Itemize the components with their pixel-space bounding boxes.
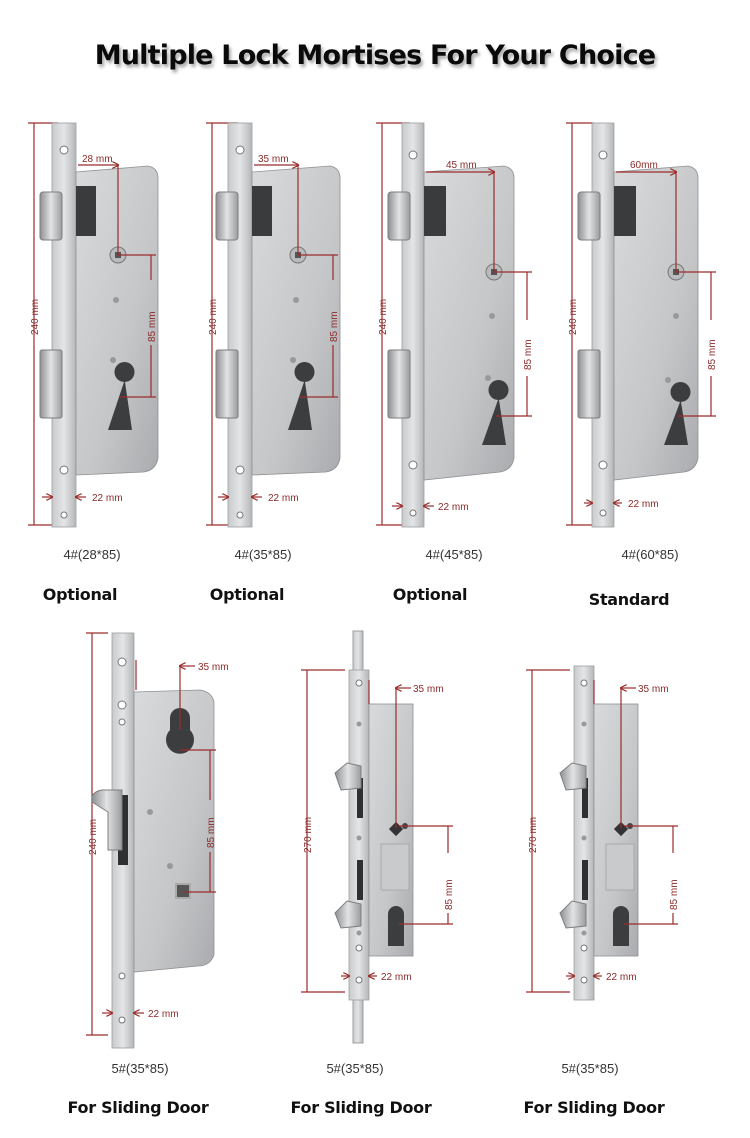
model-label: 4#(35*85) bbox=[234, 547, 292, 562]
faceplate-label: 22 mm bbox=[381, 972, 412, 983]
faceplate-label: 22 mm bbox=[268, 493, 299, 504]
model-label: 4#(60*85) bbox=[621, 547, 679, 562]
center-label: 85 mm bbox=[147, 311, 158, 342]
page-title: Multiple Lock Mortises For Your Choice bbox=[94, 40, 656, 71]
backset-label: 35 mm bbox=[638, 684, 669, 695]
svg-text:240 mm: 240 mm bbox=[30, 299, 41, 335]
backset-label: 35 mm bbox=[413, 684, 444, 695]
height-label: 270 mm bbox=[303, 817, 314, 853]
center-label: 85 mm bbox=[444, 879, 455, 910]
height-label: 270 mm bbox=[528, 817, 539, 853]
model-label: 5#(35*85) bbox=[561, 1061, 619, 1076]
svg-text:240 mm: 240 mm bbox=[208, 299, 219, 335]
backset-label: 35 mm bbox=[258, 154, 289, 165]
sliding-door-multipoint-lock-b: 270 mm 35 mm 85 mm 22 mm bbox=[520, 628, 710, 1048]
center-label: 85 mm bbox=[669, 879, 680, 910]
faceplate-label: 22 mm bbox=[628, 499, 659, 510]
option-tag: Standard bbox=[588, 590, 670, 609]
option-tag: Optional bbox=[392, 585, 468, 604]
backset-label: 35 mm bbox=[198, 662, 229, 673]
faceplate-label: 22 mm bbox=[92, 493, 123, 504]
mortise-lock-60x85: 240 mm 60mm 85 mm 22 mm bbox=[560, 120, 740, 530]
center-label: 85 mm bbox=[329, 311, 340, 342]
sliding-door-multipoint-lock-a: 270 mm 35 mm 85 mm 22 mm bbox=[295, 628, 485, 1048]
model-label: 5#(35*85) bbox=[326, 1061, 384, 1076]
usage-tag: For Sliding Door bbox=[290, 1098, 432, 1117]
mortise-lock-35x85: 240 mm 35 mm 85 mm 22 mm bbox=[200, 120, 370, 530]
svg-text:240 mm: 240 mm bbox=[378, 299, 389, 335]
faceplate-label: 22 mm bbox=[606, 972, 637, 983]
faceplate-label: 22 mm bbox=[438, 502, 469, 513]
mortise-lock-45x85: 240 mm 45 mm 85 mm 22 mm bbox=[370, 120, 550, 530]
backset-label: 60mm bbox=[630, 160, 658, 171]
model-label: 4#(28*85) bbox=[63, 547, 121, 562]
center-label: 85 mm bbox=[523, 339, 534, 370]
option-tag: Optional bbox=[209, 585, 285, 604]
option-tag: Optional bbox=[42, 585, 118, 604]
faceplate-label: 22 mm bbox=[148, 1009, 179, 1020]
center-label: 85 mm bbox=[707, 339, 718, 370]
usage-tag: For Sliding Door bbox=[523, 1098, 665, 1117]
svg-text:240 mm: 240 mm bbox=[568, 299, 579, 335]
mortise-lock-28x85: 240 mm 28 mm 85 mm 22 bbox=[20, 120, 190, 530]
sliding-door-hook-lock: 240 mm 35 mm 85 mm 22 mm bbox=[80, 630, 250, 1050]
backset-label: 28 mm bbox=[82, 154, 113, 165]
backset-label: 45 mm bbox=[446, 160, 477, 171]
model-label: 5#(35*85) bbox=[111, 1061, 169, 1076]
usage-tag: For Sliding Door bbox=[67, 1098, 209, 1117]
center-label: 85 mm bbox=[206, 817, 217, 848]
svg-text:240 mm: 240 mm bbox=[88, 819, 99, 855]
model-label: 4#(45*85) bbox=[425, 547, 483, 562]
